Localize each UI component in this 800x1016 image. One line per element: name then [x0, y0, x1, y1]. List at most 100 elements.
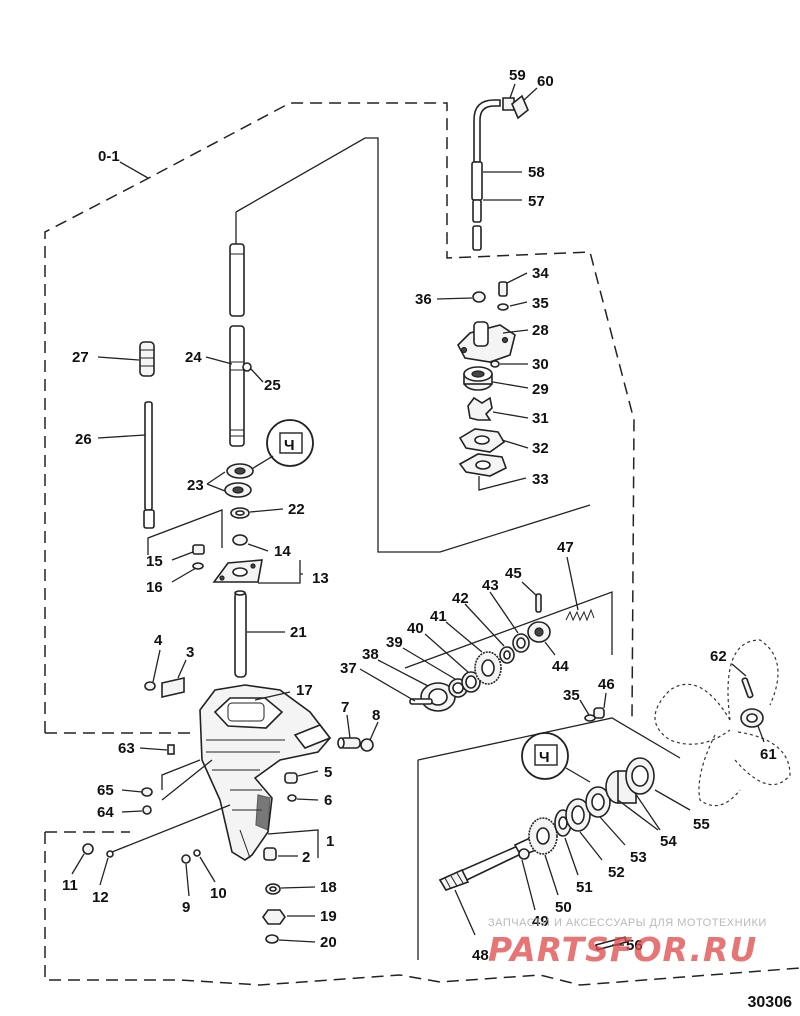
- pin-25: [242, 362, 252, 372]
- callout-15: 15: [146, 553, 163, 570]
- pin-56: [595, 936, 628, 951]
- callout-50: 50: [555, 899, 572, 916]
- carrier-55: [605, 757, 655, 804]
- callout-54: 54: [660, 833, 677, 850]
- screw-6: [287, 794, 297, 802]
- callout-39: 39: [386, 634, 403, 651]
- callout-20: 20: [320, 934, 337, 951]
- callout-6: 6: [324, 792, 332, 809]
- seal-60: [511, 94, 529, 120]
- washer-16: [192, 562, 204, 570]
- lube-symbol-upper-glyph: Ч: [284, 437, 295, 454]
- watermark-brand: PARTSFOR.RU: [488, 930, 758, 969]
- clip-8: [360, 738, 374, 752]
- callout-61: 61: [760, 746, 777, 763]
- washer-12: [106, 850, 114, 858]
- callout-22: 22: [288, 501, 305, 518]
- callout-34: 34: [532, 265, 549, 282]
- washer-35-lower: [584, 714, 596, 722]
- dowel-63: [167, 744, 175, 755]
- callout-48: 48: [472, 947, 489, 964]
- callout-33: 33: [532, 471, 549, 488]
- callout-32: 32: [532, 440, 549, 457]
- drive-shaft: [229, 243, 245, 447]
- screw-11: [82, 843, 94, 855]
- callout-29: 29: [532, 381, 549, 398]
- propeller: [654, 639, 791, 807]
- callout-8: 8: [372, 707, 380, 724]
- callout-10: 10: [210, 885, 227, 902]
- shift-rod: [143, 401, 155, 529]
- callout-64: 64: [97, 804, 114, 821]
- callout-65: 65: [97, 782, 114, 799]
- lubricant-symbol-upper: Ч: [266, 419, 314, 467]
- callout-43: 43: [482, 577, 499, 594]
- callout-51: 51: [576, 879, 593, 896]
- water-tube-upper: [471, 99, 501, 251]
- callout-60: 60: [537, 73, 554, 90]
- bearing-53: [585, 786, 611, 818]
- callout-42: 42: [452, 590, 469, 607]
- callout-26: 26: [75, 431, 92, 448]
- callout-30: 30: [532, 356, 549, 373]
- callout-36: 36: [415, 291, 432, 308]
- callout-40: 40: [407, 620, 424, 637]
- callout-27: 27: [72, 349, 89, 366]
- callout-58: 58: [528, 164, 545, 181]
- nut-19: [262, 909, 286, 925]
- callout-25: 25: [264, 377, 281, 394]
- callout-12: 12: [92, 889, 109, 906]
- pin-45: [535, 593, 542, 613]
- water-pump-housing: [457, 321, 516, 363]
- shaft-37: [409, 698, 433, 705]
- callout-47: 47: [557, 539, 574, 556]
- callout-57: 57: [528, 193, 545, 210]
- callout-35-upper: 35: [532, 295, 549, 312]
- lube-symbol-lower-glyph: Ч: [539, 749, 550, 766]
- callout-52: 52: [608, 864, 625, 881]
- callout-19: 19: [320, 908, 337, 925]
- washer-20: [265, 934, 279, 944]
- callout-9: 9: [182, 899, 190, 916]
- callout-18: 18: [320, 879, 337, 896]
- insert-29: [463, 366, 493, 391]
- callout-55: 55: [693, 816, 710, 833]
- grommet-36: [472, 291, 486, 303]
- shift-pivot: [337, 737, 361, 749]
- shift-rod-coupler: [139, 341, 155, 377]
- callout-4: 4: [154, 632, 163, 649]
- spring-47: [565, 608, 595, 622]
- callout-31: 31: [532, 410, 549, 427]
- diagram-number: 30306: [747, 994, 793, 1011]
- bearing-52: [565, 798, 591, 832]
- callout-11: 11: [62, 877, 78, 894]
- callout-2: 2: [302, 849, 310, 866]
- callout-14: 14: [274, 543, 291, 560]
- callout-44: 44: [552, 658, 569, 675]
- washer-10: [193, 849, 201, 857]
- callout-53: 53: [630, 849, 647, 866]
- watermark-tagline: ЗАПЧАСТИ И АКСЕССУАРЫ ДЛЯ МОТОТЕХНИКИ: [488, 917, 767, 929]
- callout-46: 46: [598, 676, 615, 693]
- callout-28: 28: [532, 322, 549, 339]
- screw-34: [498, 281, 508, 297]
- callout-1: 1: [326, 833, 334, 850]
- callout-7: 7: [341, 699, 349, 716]
- callout-45: 45: [505, 565, 522, 582]
- reverse-gear-50: [528, 817, 558, 855]
- plug-2: [263, 847, 277, 861]
- drive-shaft-retainer: [212, 559, 263, 583]
- callout-62: 62: [710, 648, 727, 665]
- impeller-31: [467, 396, 493, 421]
- callout-16: 16: [146, 579, 163, 596]
- plate-3: [161, 676, 185, 699]
- pin-49: [518, 848, 530, 860]
- screw-4: [144, 681, 156, 691]
- lubricant-symbol-lower: Ч: [521, 732, 569, 780]
- callout-37: 37: [340, 660, 357, 677]
- gear-housing: [199, 684, 332, 861]
- screw-64: [142, 805, 152, 815]
- callout-17: 17: [296, 682, 313, 699]
- vent-plug-5: [284, 772, 298, 784]
- callout-13: 13: [312, 570, 329, 587]
